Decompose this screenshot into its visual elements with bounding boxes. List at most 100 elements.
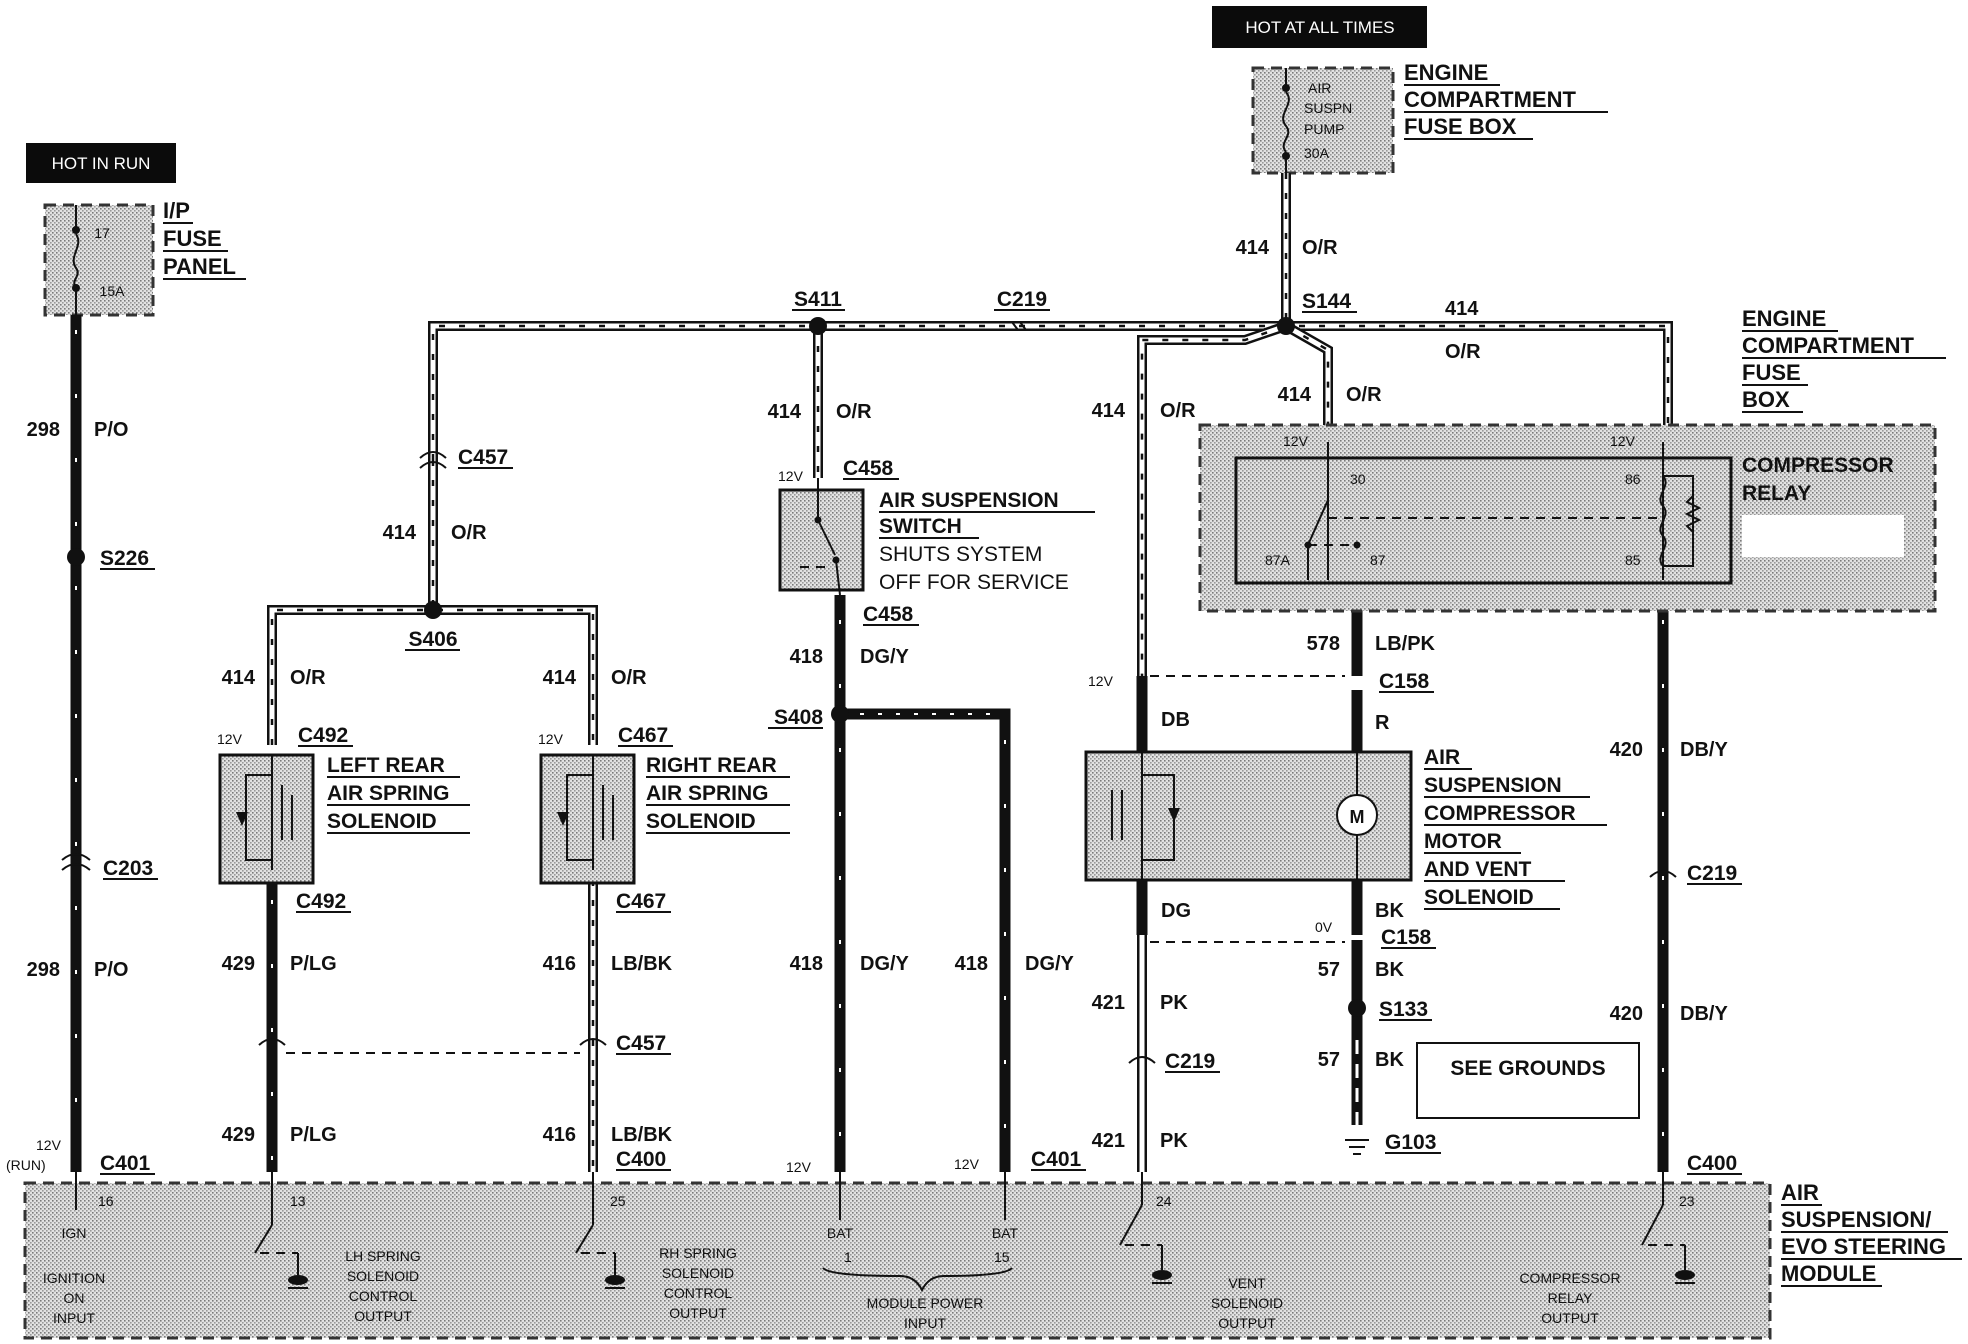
right-rear-air-spring-solenoid: RIGHT REAR AIR SPRING SOLENOID [539, 753, 790, 885]
v0-motor: 0V [1315, 919, 1333, 935]
c401-mid-label: C401 [1031, 1148, 1082, 1171]
circuit-414-bus [428, 321, 1673, 460]
compressor-relay-title-2: RELAY [1742, 482, 1811, 505]
c414-bus: O/R [1445, 341, 1481, 363]
right-solenoid-title-2: AIR SPRING [646, 782, 769, 805]
module-pin-24: 24 [1156, 1193, 1172, 1209]
right-solenoid-title-3: SOLENOID [646, 810, 756, 833]
rh-output-1: RH SPRING [659, 1245, 737, 1261]
switch-title-1: AIR SUSPENSION [879, 489, 1059, 512]
w298-top: 298 [27, 419, 60, 441]
c57-top: BK [1375, 959, 1404, 981]
module-pin-15: 15 [994, 1249, 1010, 1265]
w414-relay: 414 [1278, 384, 1312, 406]
w414-c457: 414 [383, 522, 417, 544]
c414-relay: O/R [1346, 384, 1382, 406]
c458-top-label: C458 [843, 457, 894, 480]
circuit-414-relay-feeds [1137, 321, 1333, 676]
ip-fuse-panel-title-2: FUSE [163, 226, 222, 251]
w414-switch: 414 [768, 401, 802, 423]
relay-output-1: COMPRESSOR [1519, 1270, 1620, 1286]
c492-top-label: C492 [298, 724, 348, 747]
module-power-input-1: MODULE POWER [867, 1295, 984, 1311]
s144-label: S144 [1302, 290, 1351, 313]
air-suspension-switch: AIR SUSPENSION SWITCH SHUTS SYSTEM OFF F… [778, 478, 1095, 596]
module-title-1: AIR [1781, 1180, 1819, 1205]
v12-relay-30: 12V [1283, 433, 1309, 449]
ip-fuse-number: 17 [94, 225, 110, 241]
relay-pin-86: 86 [1625, 471, 1641, 487]
s133-label: S133 [1379, 998, 1428, 1021]
rh-output-2: SOLENOID [662, 1265, 734, 1281]
s411-splice [809, 317, 827, 335]
c414-feed: O/R [1302, 237, 1338, 259]
w429-bottom: 429 [222, 1124, 255, 1146]
module-title-2: SUSPENSION/ [1781, 1207, 1931, 1232]
s406-splice [424, 601, 442, 619]
module-ground-icon-lh [288, 1275, 308, 1289]
module-title-4: MODULE [1781, 1261, 1876, 1286]
ip-fuse-panel: 17 15A I/P FUSE PANEL [43, 198, 246, 317]
w414-left: 414 [222, 667, 256, 689]
rh-output-3: CONTROL [664, 1285, 733, 1301]
c416-top: LB/BK [611, 953, 673, 975]
vent-output-2: SOLENOID [1211, 1295, 1283, 1311]
c421-bottom: PK [1160, 1130, 1188, 1152]
v12-c401: 12V [36, 1137, 62, 1153]
w421-top: 421 [1092, 992, 1125, 1014]
c400-mid-label: C400 [616, 1148, 666, 1171]
c578: LB/PK [1375, 633, 1436, 655]
wire-r: R [1375, 712, 1390, 734]
c219-vent-label: C219 [1165, 1050, 1215, 1073]
motor-title-4: MOTOR [1424, 830, 1502, 853]
c457-connector-top [419, 451, 447, 469]
motor-title-6: SOLENOID [1424, 886, 1534, 909]
v12-418-right: 12V [954, 1156, 980, 1172]
engine-relay-box-title-4: BOX [1742, 387, 1790, 412]
connector-labels: S411 C219 S144 C457 C458 C458 S406 C492 … [100, 288, 1742, 1175]
s133-splice [1348, 999, 1366, 1017]
motor-title-3: COMPRESSOR [1424, 802, 1576, 825]
c57-bottom: BK [1375, 1049, 1404, 1071]
c429-bottom: P/LG [290, 1124, 337, 1146]
voltage-labels: 12V 12V 12V 12V 12V 12V 0V 12V (RUN) 12V… [6, 433, 1636, 1175]
c414-switch: O/R [836, 401, 872, 423]
c467-bottom-label: C467 [616, 890, 666, 913]
left-solenoid-title-3: SOLENOID [327, 810, 437, 833]
c400-right-label: C400 [1687, 1152, 1737, 1175]
c467-top-label: C467 [618, 724, 668, 747]
c457-top-label: C457 [458, 446, 508, 469]
engine-fuse-box-title-3: FUSE BOX [1404, 114, 1517, 139]
motor-symbol: M [1350, 807, 1365, 827]
w421-bottom: 421 [1092, 1130, 1125, 1152]
c414-right: O/R [611, 667, 647, 689]
module-pin-13: 13 [290, 1193, 306, 1209]
s408-splice [831, 705, 849, 723]
c416-bottom: LB/BK [611, 1124, 673, 1146]
wire-dg: DG [1161, 900, 1191, 922]
module-power-input-2: INPUT [904, 1315, 946, 1331]
v12-left-solenoid: 12V [217, 731, 243, 747]
c457-bottom-label: C457 [616, 1032, 666, 1055]
c457-connector-bottom [258, 1038, 607, 1046]
c414-left: O/R [290, 667, 326, 689]
ip-fuse-panel-title-1: I/P [163, 198, 190, 223]
c414-db: O/R [1160, 400, 1196, 422]
s226-splice [67, 548, 85, 566]
c418-right: DG/Y [1025, 953, 1075, 975]
right-solenoid-title-1: RIGHT REAR [646, 754, 777, 777]
ignition-input-1: IGNITION [43, 1270, 105, 1286]
motor-title-2: SUSPENSION [1424, 774, 1562, 797]
v12-right-solenoid: 12V [538, 731, 564, 747]
s408-label: S408 [774, 706, 823, 729]
c219-relay-label: C219 [1687, 862, 1737, 885]
module-ground-icon-rh [605, 1275, 625, 1289]
relay-pin-85: 85 [1625, 552, 1641, 568]
circuit-418-wire [834, 595, 1011, 1172]
switch-note-1: SHUTS SYSTEM [879, 543, 1042, 566]
c429-top: P/LG [290, 953, 337, 975]
w418-right: 418 [955, 953, 988, 975]
w298-bottom: 298 [27, 959, 60, 981]
wire-labels: 298 P/O 298 P/O 414 O/R 414 O/R 414 O/R … [27, 237, 1729, 1152]
s144-splice [1277, 317, 1295, 335]
